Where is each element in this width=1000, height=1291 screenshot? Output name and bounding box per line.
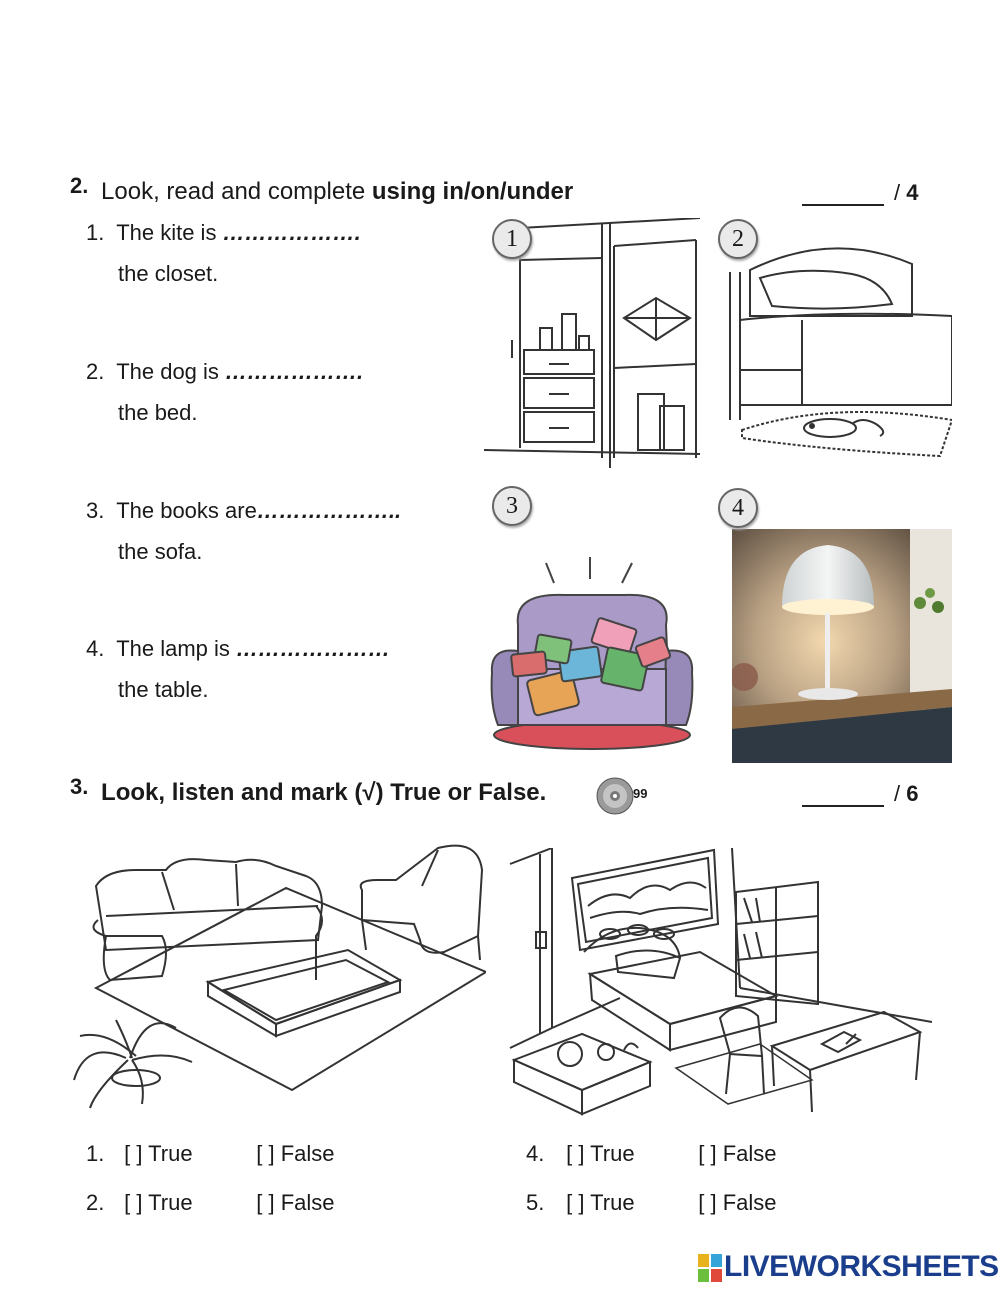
score-total: 4 [906,180,919,205]
lamp-on-table-photo [732,529,952,763]
section-3-title: 3. Look, listen and mark (√) True or Fal… [70,774,547,807]
section-number: 2. [70,173,89,198]
section-number: 3. [70,774,89,799]
picture-number-badge: 1 [492,219,532,259]
liveworksheets-logo-icon [698,1254,722,1282]
true-checkbox[interactable]: [ ] True [124,1141,193,1166]
sentence-continuation: the closet. [118,261,219,286]
answer-blank[interactable]: ………………. [225,359,364,384]
sentence-item: 3. The books are……………….. [86,498,402,523]
instruction-text: Look, listen and mark (√) True or False. [101,779,547,806]
picture-number-badge: 3 [492,486,532,526]
living-room-illustration [66,840,486,1116]
sentence-continuation: the bed. [118,400,198,425]
false-checkbox[interactable]: [ ] False [256,1190,335,1215]
bedroom-illustration [500,848,932,1122]
answer-row: 5. [ ] True [ ] False [526,1190,777,1215]
answer-row: 4. [ ] True [ ] False [526,1141,777,1166]
answer-row: 2. [ ] True [ ] False [86,1190,335,1215]
picture-number-badge: 2 [718,219,758,259]
true-checkbox[interactable]: [ ] True [124,1190,193,1215]
answer-blank[interactable]: ………………… [236,636,391,661]
sentence-item: 4. The lamp is ………………… [86,636,391,661]
liveworksheets-logo-text: LIVEWORKSHEETS [724,1250,999,1283]
sentence-continuation: the table. [118,677,209,702]
score-total: 6 [906,781,919,806]
score-box-section-3: / 6 [802,781,919,807]
picture-number-badge: 4 [718,488,758,528]
score-blank[interactable] [802,184,884,206]
sofa-with-books-illustration [484,555,700,755]
sentence-item: 1. The kite is ………………. [86,220,361,245]
false-checkbox[interactable]: [ ] False [256,1141,335,1166]
bed-illustration [712,220,952,465]
answer-blank[interactable]: ………………. [222,220,361,245]
instruction-text: Look, read and complete [101,178,366,205]
answer-blank[interactable]: ……………….. [256,498,402,523]
section-2-title: 2. Look, read and complete using in/on/u… [70,173,574,206]
sentence-continuation: the sofa. [118,539,203,564]
closet-illustration [484,218,700,468]
answer-row: 1. [ ] True [ ] False [86,1141,335,1166]
sentence-item: 2. The dog is ………………. [86,359,364,384]
true-checkbox[interactable]: [ ] True [566,1141,635,1166]
score-blank[interactable] [802,785,884,807]
audio-cd-icon[interactable] [596,777,634,815]
false-checkbox[interactable]: [ ] False [698,1190,777,1215]
false-checkbox[interactable]: [ ] False [698,1141,777,1166]
score-box-section-2: / 4 [802,180,919,206]
instruction-bold-text: using in/on/under [371,178,574,205]
true-checkbox[interactable]: [ ] True [566,1190,635,1215]
audio-track-number: 99 [633,786,648,801]
